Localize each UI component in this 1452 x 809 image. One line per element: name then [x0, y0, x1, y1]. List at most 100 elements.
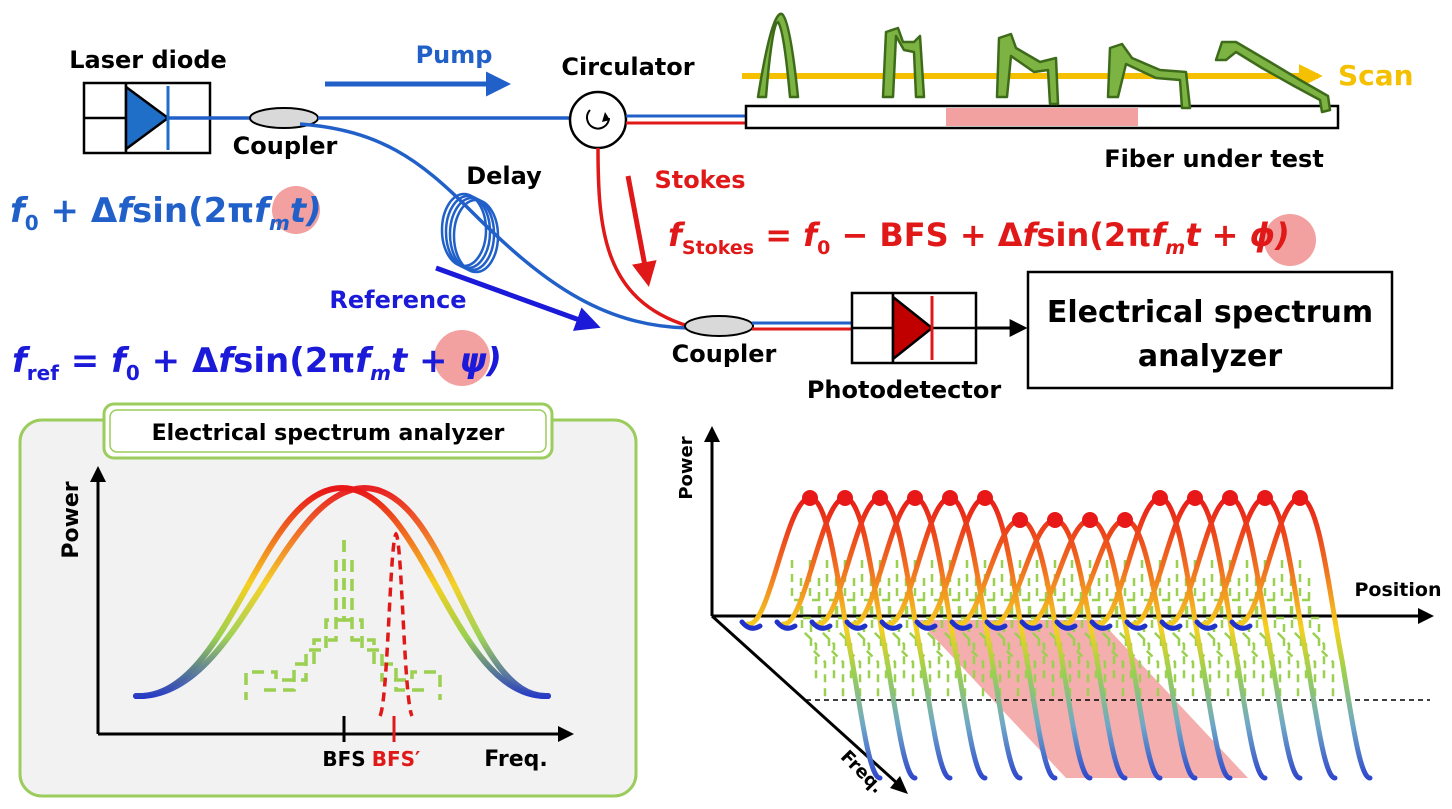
scan-pulse-5 [1214, 40, 1332, 114]
plot3d-peak-dot [1222, 490, 1238, 506]
plot3d-peak-dot [802, 490, 818, 506]
scan-pulse-2 [881, 26, 926, 99]
plot3d-green-dashes [790, 560, 1335, 702]
plot3d-green-dash [860, 560, 888, 684]
plot3d-peak-dot [1292, 490, 1308, 506]
esa-panel-title: Electrical spectrum analyzer [152, 421, 505, 446]
plot3d-gain-curves [739, 495, 1373, 781]
esa-power-label: Power [59, 481, 84, 558]
plot3d-green-dash [904, 578, 932, 702]
laser-equation: f0 + Δfsin(2πfmt) [10, 186, 322, 235]
reference-fm-highlight [434, 330, 490, 386]
plot3d-peak-dot [1117, 512, 1133, 528]
coupler-top-label: Coupler [233, 132, 338, 160]
plot3d-green-dash [887, 578, 915, 702]
plot3d-green-dash [1114, 578, 1142, 702]
plot3d-green-dash [1193, 560, 1221, 684]
plot3d-green-dash [1280, 560, 1308, 684]
svg-text:f0 + Δfsin(2πfmt): f0 + Δfsin(2πfmt) [10, 191, 322, 235]
esa-panel [18, 402, 638, 798]
plot3d-green-dash [939, 578, 967, 702]
stokes-label: Stokes [654, 166, 745, 194]
plot3d-peak-dot [977, 490, 993, 506]
plot3d-curve-base [809, 619, 833, 631]
plot3d-peak-dot [1187, 490, 1203, 506]
esa-freq-label: Freq. [484, 747, 548, 772]
plot3d-curve-base [1124, 619, 1148, 631]
plot3d-green-dash [790, 560, 818, 684]
plot3d-green-dash [922, 578, 950, 702]
plot3d-green-dash [1132, 578, 1160, 702]
plot3d-green-dash [1000, 560, 1028, 684]
plot3d-green-dash [1088, 560, 1116, 684]
plot3d-green-dash [930, 560, 958, 684]
plot3d-curve [745, 495, 883, 781]
plot3d-peak-dot [872, 490, 888, 506]
plot3d-green-dash [1228, 560, 1256, 684]
delay-coil [440, 192, 500, 274]
plot3d-curve-base [1229, 619, 1253, 631]
plot3d-curve-base [1054, 619, 1078, 631]
reference-equation: fref = f0 + Δfsin(2πfmt + ψ) [12, 330, 502, 386]
coupler-bottom [684, 315, 754, 337]
coupler-bottom-label: Coupler [672, 340, 777, 368]
plot3d-green-dash [1219, 578, 1247, 702]
plot3d-curve-base [774, 619, 798, 631]
plot3d-green-dash [895, 560, 923, 684]
plot3d-green-dash [1097, 578, 1125, 702]
plot3d-green-dash [1167, 578, 1195, 702]
plot3d-curve [1235, 495, 1373, 781]
plot3d-green-dash [1140, 560, 1168, 684]
plot3d-green-dash [843, 560, 871, 684]
fiber-under-test [744, 104, 1340, 130]
gain-curve-bfs-prime [133, 484, 551, 700]
delay-label: Delay [466, 162, 542, 190]
plot3d-green-dash [1289, 578, 1317, 702]
plot3d-green-dash [1272, 578, 1300, 702]
laser-diode-label: Laser diode [69, 46, 227, 74]
plot3d-green-dash [817, 578, 845, 702]
plot3d-position-label: Position [1355, 579, 1442, 601]
red-dashed-peak [378, 531, 414, 717]
fiber-stokes-path [596, 147, 689, 328]
plot3d-green-dash [1307, 578, 1335, 702]
plot3d-curve-base [739, 619, 763, 631]
plot3d-green-dash [1210, 560, 1238, 684]
plot3d-curve-base [879, 619, 903, 631]
plot3d-peak-dot [837, 490, 853, 506]
plot3d-peak-dot [907, 490, 923, 506]
plot3d-power-label: Power [676, 436, 697, 499]
scan-pulse-4 [1106, 42, 1192, 110]
fiber-under-test-label: Fiber under test [1104, 145, 1324, 173]
plot3d-green-dash [799, 578, 827, 702]
plot3d-green-dash [1149, 578, 1177, 702]
plot3d-peak-markers [802, 490, 1308, 528]
plot3d-curve-base [984, 619, 1008, 631]
plot3d-curve-base [1019, 619, 1043, 631]
plot3d-peak-dot [1047, 512, 1063, 528]
laser-fm-highlight [272, 186, 320, 234]
plot3d-green-dash [1175, 560, 1203, 684]
plot3d-green-dash [965, 560, 993, 684]
plot3d-green-dash [1184, 578, 1212, 702]
plot3d-green-dash [1245, 560, 1273, 684]
plot3d-green-dash [957, 578, 985, 702]
esa-box [1026, 270, 1394, 390]
plot3d-green-dash [1158, 560, 1186, 684]
reference-arrow [435, 265, 601, 331]
scan-pulse-3 [995, 32, 1060, 106]
plot3d-curve [920, 495, 1058, 781]
plot3d-green-dash [974, 578, 1002, 702]
stokes-equation: fStokes = f0 − BFS + Δfsin(2πfmt + ϕ) [668, 214, 1316, 266]
reference-label: Reference [329, 286, 466, 314]
bfs-prime-label: BFS′ [372, 747, 421, 771]
plot3d-green-dash [992, 578, 1020, 702]
plot3d-curve [885, 495, 1023, 781]
stokes-arrow [625, 175, 657, 287]
plot3d-peak-dot [1082, 512, 1098, 528]
plot3d-green-dash [1018, 560, 1046, 684]
photodetector-label: Photodetector [807, 376, 1002, 404]
circulator [568, 90, 628, 150]
plot3d-green-dash [1263, 560, 1291, 684]
